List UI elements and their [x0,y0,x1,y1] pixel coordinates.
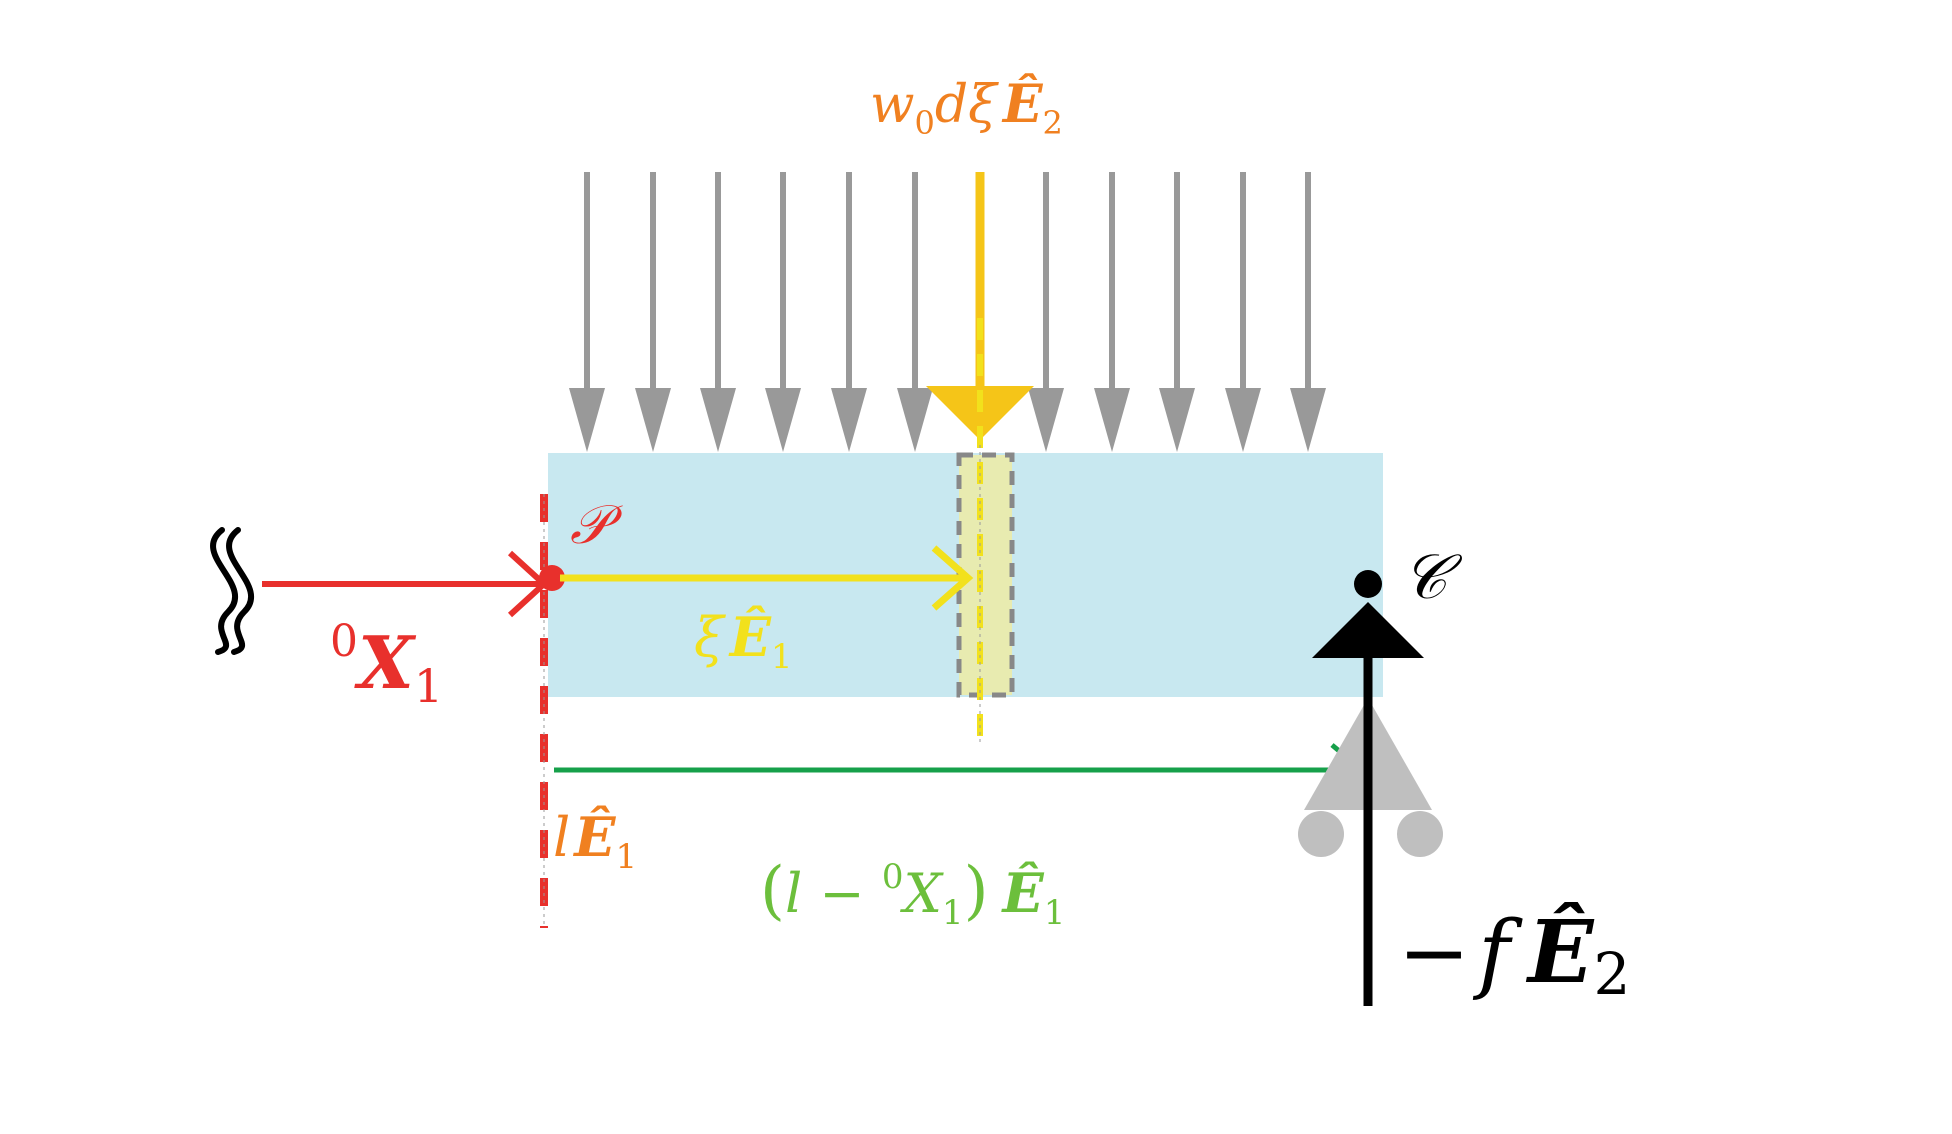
point-c-marker [1354,570,1382,598]
load-arrow [635,172,671,452]
load-arrow [1225,172,1261,452]
load-arrow [831,172,867,452]
beam-slice-element [956,318,1015,745]
load-arrow [1159,172,1195,452]
load-arrow [1094,172,1130,452]
x1-position-arrow [262,550,549,618]
load-arrow [765,172,801,452]
point-c-label: 𝒞 [1402,540,1463,613]
remaining-length-arrow [554,743,1366,797]
x1-label: 0X1 [330,616,443,713]
xi-position-arrow [560,545,974,611]
distributed-load-arrows [569,172,1326,452]
load-arrow [569,172,605,452]
wavy-cut-icon [210,527,254,655]
reaction-force-arrow [1312,602,1424,1006]
remaining-length-label: (l − 0X1)Ê1 [760,854,1065,933]
point-p-marker [539,565,565,591]
load-arrow [897,172,933,452]
load-arrow [1028,172,1064,452]
l-label: lÊ1 [553,805,637,877]
load-arrow [700,172,736,452]
load-arrow [1290,172,1326,452]
